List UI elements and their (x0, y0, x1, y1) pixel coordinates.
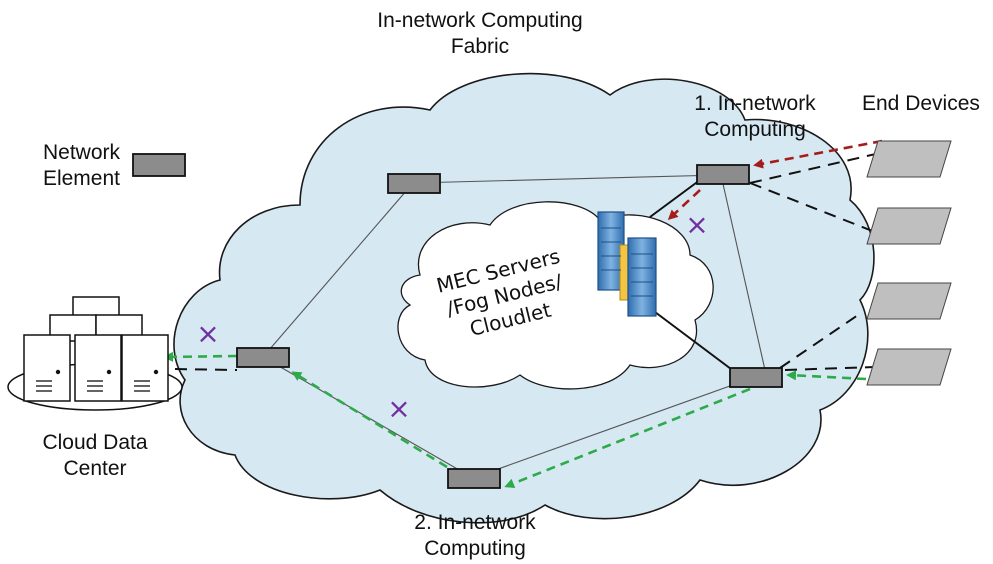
network-element-inc2 (447, 468, 501, 489)
legend-label-line2: Element (42, 167, 120, 190)
end-device (866, 348, 952, 386)
network-element-inc1 (696, 164, 750, 185)
inc2-line2: Computing (424, 537, 526, 560)
end-device (866, 207, 952, 245)
end-device (866, 140, 952, 178)
legend-label: Network Element (28, 140, 120, 192)
green-path (163, 351, 867, 489)
blocked-marker-mec: × (685, 208, 708, 241)
blocked-marker-dc: × (196, 317, 219, 350)
end-device (866, 282, 952, 320)
end-devices-label: End Devices (862, 92, 980, 115)
server-icon (597, 211, 657, 317)
fabric-title-line2: Fabric (450, 35, 510, 58)
red-path (667, 139, 883, 221)
inc1-label: 1. In-network Computing (670, 91, 840, 143)
cloud-dc-label: Cloud Data Center (20, 430, 170, 482)
cloud-dc-line1: Cloud Data (42, 431, 148, 454)
network-element-top (387, 173, 441, 194)
inc2-line1: 2. In-network (414, 511, 536, 534)
legend-label-line1: Network (42, 141, 120, 164)
network-elements (132, 153, 783, 489)
end-devices (866, 140, 952, 386)
green-path-segment (163, 351, 238, 362)
fabric-title: In-network Computing Fabric (330, 8, 630, 60)
blocked-marker-fabric: × (387, 392, 410, 425)
access-links (174, 152, 881, 371)
network-element-left (236, 347, 290, 368)
red-path-segment (753, 139, 883, 169)
inc1-line2: Computing (704, 118, 806, 141)
cloud-dc-line2: Center (63, 457, 127, 480)
network-element-right (729, 367, 783, 388)
data-center-icon (7, 296, 183, 411)
inc2-label: 2. In-network Computing (385, 510, 565, 562)
green-path-segment (786, 370, 867, 381)
red-path-segment (667, 189, 701, 221)
mec-links (649, 179, 736, 373)
inc1-line1: 1. In-network (694, 92, 816, 115)
legend-network-element (132, 153, 186, 177)
green-path-segment (504, 387, 751, 489)
fabric-title-line1: In-network Computing (377, 9, 583, 32)
